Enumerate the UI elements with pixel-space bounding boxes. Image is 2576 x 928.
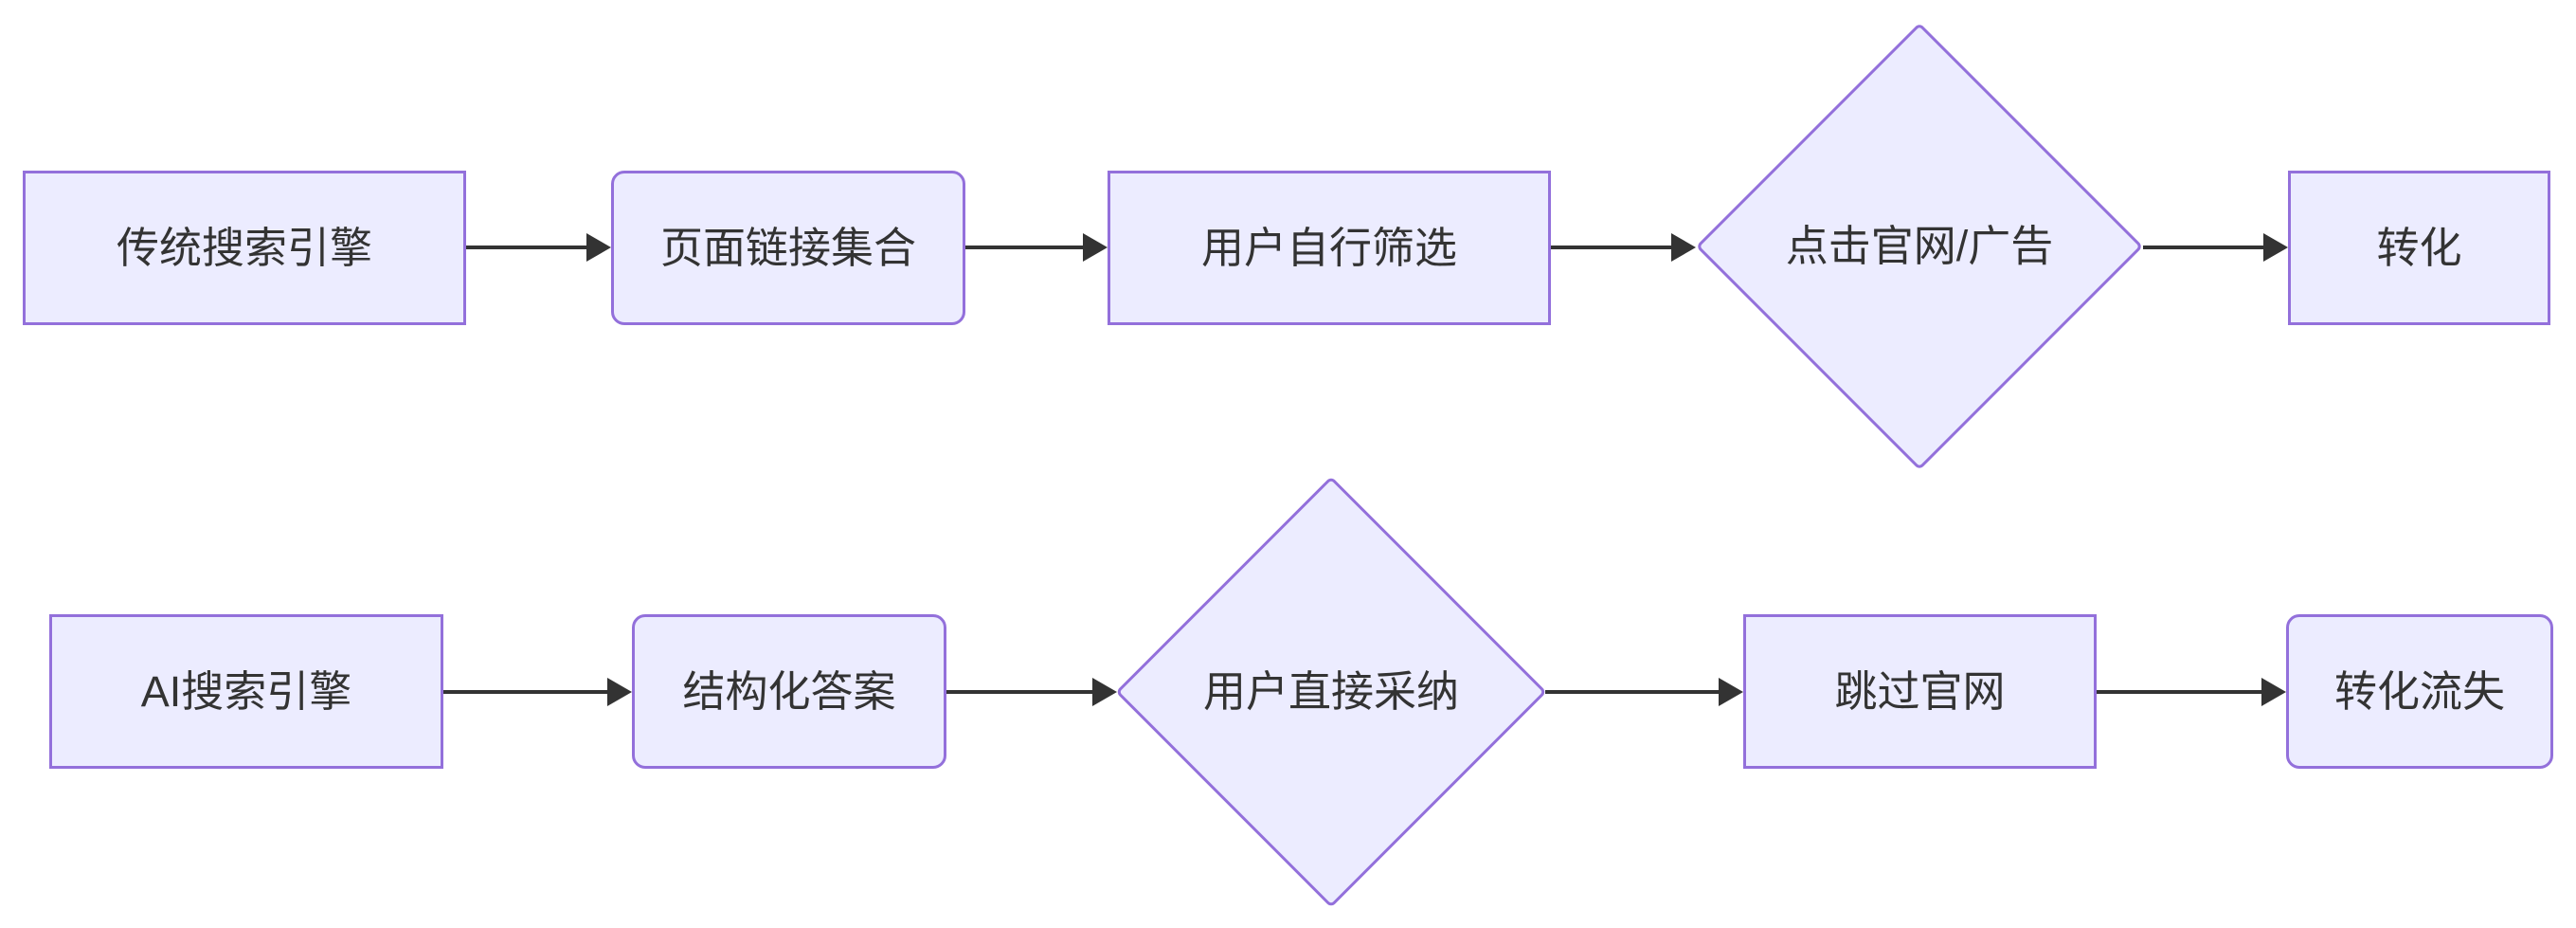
process-shape [611,171,965,325]
process-shape [1743,614,2097,769]
flow-node-user-self-filter: 用户自行筛选 [1108,171,1551,325]
node-label-page-link-collection: 页面链接集合 [659,223,916,272]
process-shape [2286,614,2553,769]
arrowhead-icon [1671,233,1696,262]
flow-node-user-direct-adopt: 用户直接采纳 [1115,475,1547,909]
process-shape [1108,171,1551,325]
arrowhead-icon [2263,233,2288,262]
node-label-click-official-or-ad: 点击官网/广告 [1785,222,2054,270]
edge-line-user-direct-adopt-to-skip-official-site [1545,690,1722,694]
node-label-conversion: 转化 [2376,223,2462,272]
edge-line-ai-search-engine-to-structured-answer [443,690,611,694]
process-shape [2288,171,2550,325]
flow-node-conversion: 转化 [2288,171,2550,325]
node-label-traditional-search-engine: 传统搜索引擎 [116,223,372,272]
flow-node-conversion-loss: 转化流失 [2286,614,2553,769]
node-label-user-self-filter: 用户自行筛选 [1200,223,1457,272]
node-label-conversion-loss: 转化流失 [2333,666,2505,716]
arrowhead-icon [1092,678,1117,706]
arrowhead-icon [586,233,611,262]
node-label-structured-answer: 结构化答案 [682,666,896,716]
arrowhead-icon [1719,678,1743,706]
edge-line-user-self-filter-to-click-official-or-ad [1551,246,1675,249]
process-shape [632,614,946,769]
edge-line-page-link-collection-to-user-self-filter [965,246,1087,249]
arrowhead-icon [2261,678,2286,706]
edge-line-structured-answer-to-user-direct-adopt [946,690,1096,694]
node-label-user-direct-adopt: 用户直接采纳 [1202,667,1459,716]
flow-node-skip-official-site: 跳过官网 [1743,614,2097,769]
flow-node-ai-search-engine: AI搜索引擎 [49,614,443,769]
process-shape [49,614,443,769]
node-label-ai-search-engine: AI搜索引擎 [140,666,352,716]
arrowhead-icon [607,678,632,706]
process-shape [23,171,466,325]
edge-line-traditional-search-engine-to-page-link-collection [466,246,590,249]
arrowhead-icon [1083,233,1108,262]
flow-node-page-link-collection: 页面链接集合 [611,171,965,325]
flow-node-click-official-or-ad: 点击官网/广告 [1695,22,2144,471]
edge-line-skip-official-site-to-conversion-loss [2097,690,2265,694]
flow-node-traditional-search-engine: 传统搜索引擎 [23,171,466,325]
node-label-skip-official-site: 跳过官网 [1834,666,2006,716]
edge-line-click-official-or-ad-to-conversion [2143,246,2267,249]
flow-node-structured-answer: 结构化答案 [632,614,946,769]
